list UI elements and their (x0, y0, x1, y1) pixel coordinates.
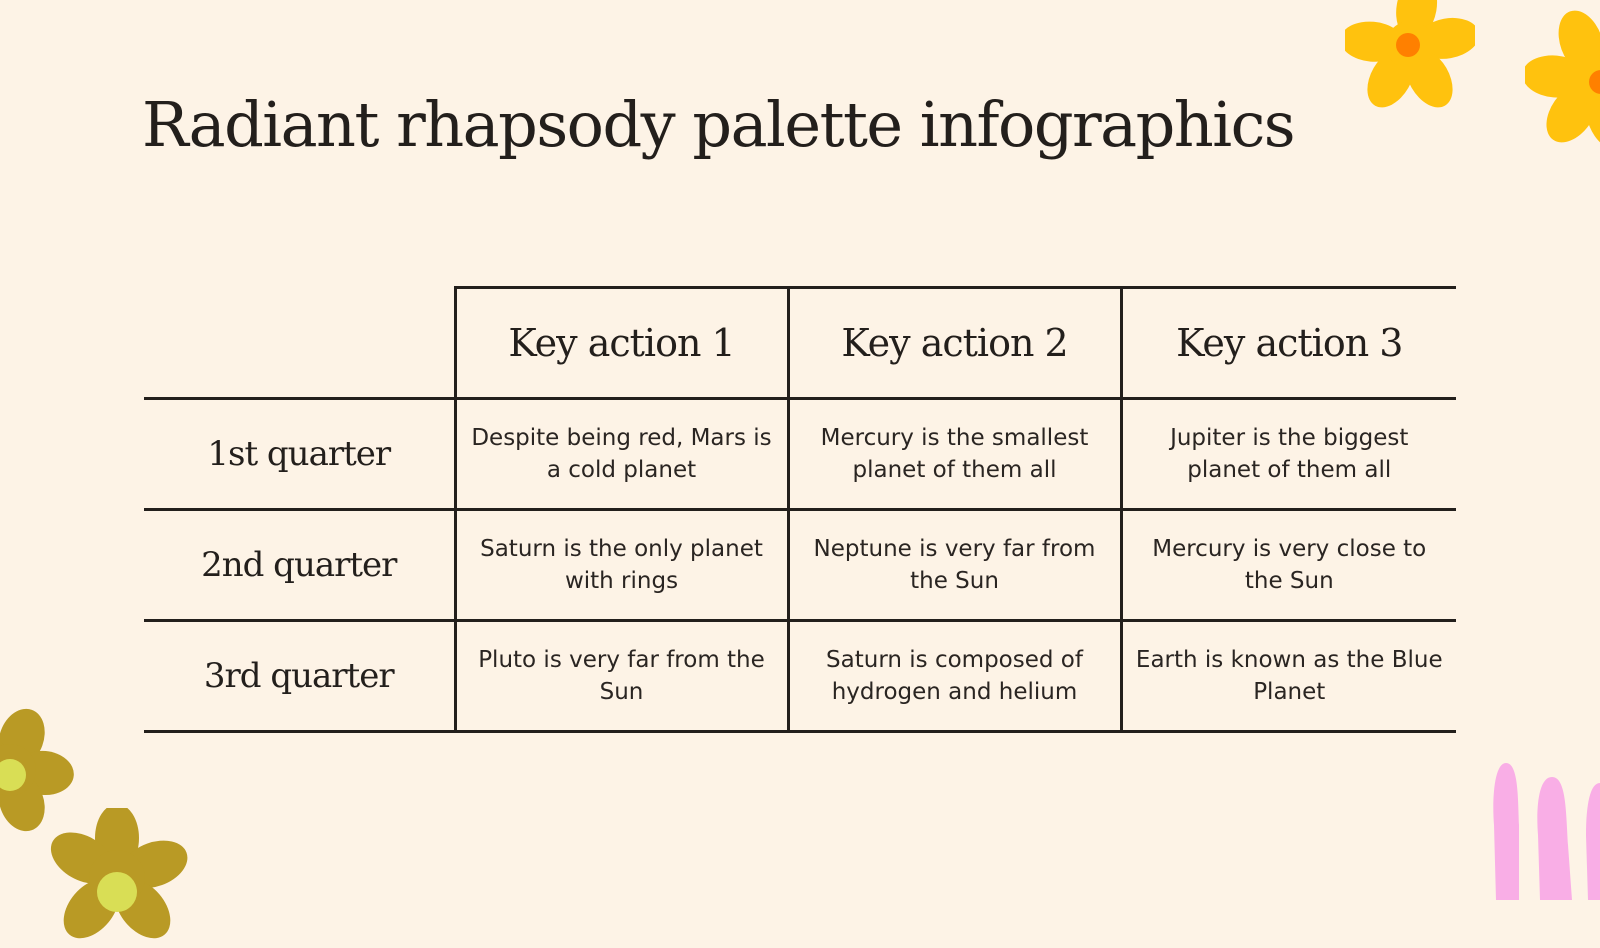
table-cell: Earth is known as the Blue Planet (1119, 620, 1456, 733)
table-header-row: Key action 1 Key action 2 Key action 3 (144, 286, 1456, 400)
key-actions-table: Key action 1 Key action 2 Key action 3 1… (144, 286, 1456, 733)
row-header-1st-quarter: 1st quarter (144, 398, 455, 511)
page-title: Radiant rhapsody palette infographics (142, 88, 1296, 161)
row-header-3rd-quarter: 3rd quarter (144, 620, 455, 733)
flower-icon (1525, 10, 1600, 150)
column-header-key-action-2: Key action 2 (786, 286, 1121, 400)
corner-cell (144, 287, 455, 400)
table-cell: Jupiter is the biggest planet of them al… (1119, 398, 1456, 511)
table-cell: Saturn is composed of hydrogen and heliu… (786, 620, 1121, 733)
table-row: 2nd quarter Saturn is the only planet wi… (144, 509, 1456, 622)
grass-blades-icon (1493, 763, 1600, 900)
table-cell: Mercury is very close to the Sun (1119, 509, 1456, 622)
table-cell: Neptune is very far from the Sun (786, 509, 1121, 622)
flower-icon (0, 708, 74, 832)
table-cell: Pluto is very far from the Sun (453, 620, 788, 733)
column-header-key-action-3: Key action 3 (1119, 286, 1456, 400)
table-cell: Despite being red, Mars is a cold planet (453, 398, 788, 511)
row-header-2nd-quarter: 2nd quarter (144, 509, 455, 622)
table-cell: Saturn is the only planet with rings (453, 509, 788, 622)
table-row: 1st quarter Despite being red, Mars is a… (144, 398, 1456, 511)
table-row: 3rd quarter Pluto is very far from the S… (144, 620, 1456, 733)
flower-icon (50, 808, 188, 939)
flower-icon (1345, 0, 1475, 108)
table-cell: Mercury is the smallest planet of them a… (786, 398, 1121, 511)
column-header-key-action-1: Key action 1 (453, 286, 788, 400)
